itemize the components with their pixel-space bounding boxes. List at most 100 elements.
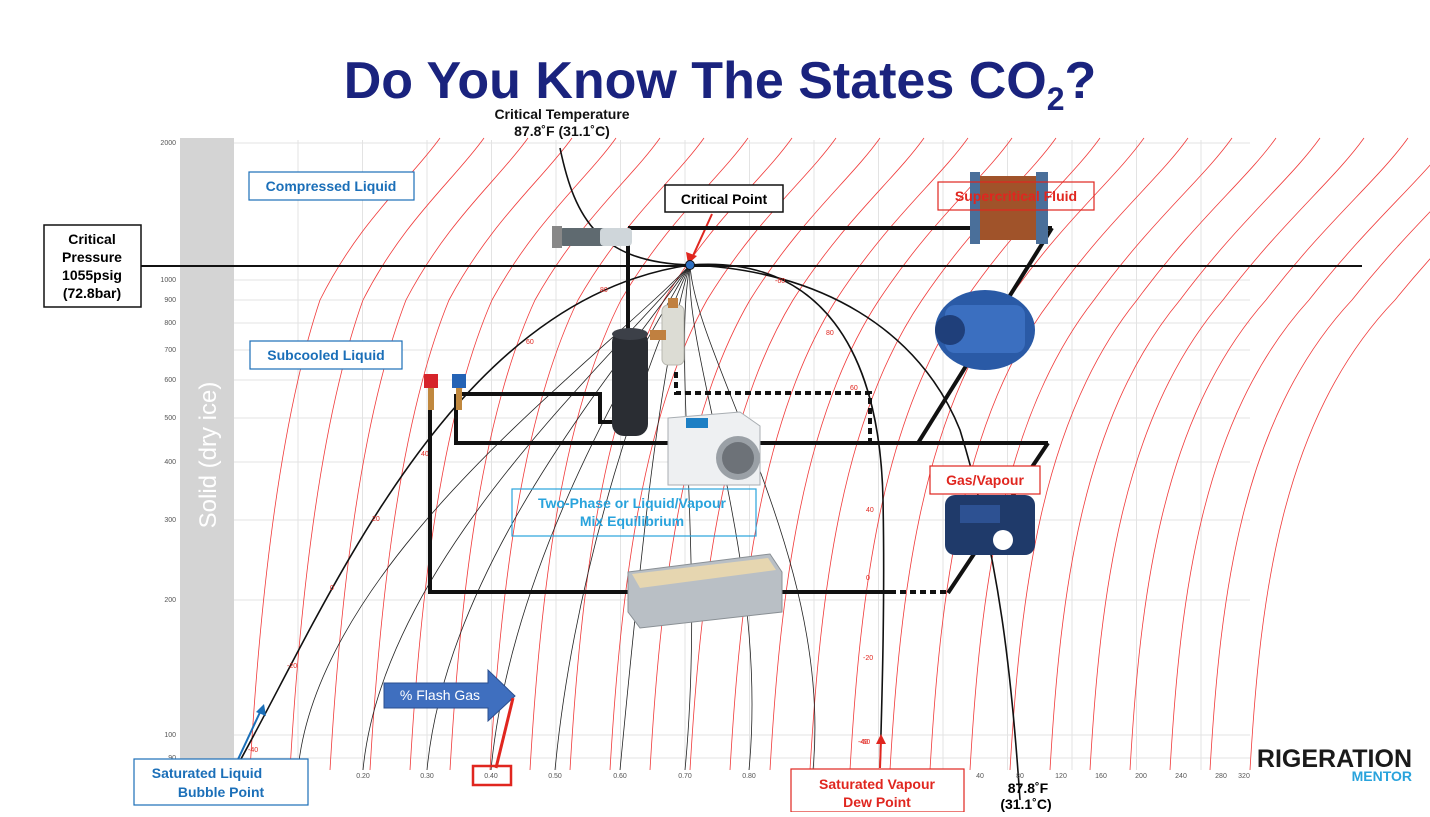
quality-line xyxy=(297,264,691,771)
isotherm-label: -40 xyxy=(248,747,258,754)
x-tick-label: 40 xyxy=(976,773,984,780)
subcooled-liquid-box xyxy=(249,340,403,370)
saturated-liquid-box xyxy=(133,758,309,806)
isotherm-label: 80 xyxy=(600,287,608,294)
x-tick-label: 0.30 xyxy=(420,773,434,780)
flash-gas-arrow xyxy=(383,668,516,723)
y-tick-label: 300 xyxy=(164,517,176,524)
saturation-dome xyxy=(235,263,885,769)
critical-pressure-box xyxy=(43,224,142,308)
critical-pressure-line2: Pressure xyxy=(62,249,122,265)
compressor-icon xyxy=(935,290,1035,370)
x-tick-label: 80 xyxy=(1016,773,1024,780)
two-phase-label-line2: Mix Equilibrium xyxy=(580,513,684,529)
critical-point-arrow xyxy=(691,213,713,259)
x-tick-label: 160 xyxy=(1095,773,1107,780)
saturated-liquid-line2: Bubble Point xyxy=(178,784,265,800)
isotherm-curve xyxy=(649,137,881,771)
brand-logo-line2: MENTOR xyxy=(1352,768,1412,784)
saturated-liquid-pointer xyxy=(233,707,263,769)
expansion-valve-icon xyxy=(650,298,685,366)
x-tick-label: 200 xyxy=(1135,773,1147,780)
compressed-liquid-label: Compressed Liquid xyxy=(266,178,397,194)
critical-point-box xyxy=(664,184,784,213)
x-tick-label: 240 xyxy=(1175,773,1187,780)
critical-pressure-line1: Critical xyxy=(68,231,115,247)
isotherm-curve xyxy=(1249,258,1430,771)
cycle-dashed-pipework xyxy=(674,372,948,594)
valve-icon xyxy=(424,374,466,410)
isotherm-label: -60 xyxy=(775,278,785,285)
low-temp-compressor-icon xyxy=(945,495,1035,555)
gas-vapour-box xyxy=(929,465,1041,495)
isotherm-label: -40 xyxy=(858,739,868,746)
isotherm-curve xyxy=(369,137,573,771)
gas-vapour-label: Gas/Vapour xyxy=(946,472,1024,488)
quality-line xyxy=(684,264,693,771)
isotherm-curve xyxy=(1209,211,1430,771)
isotherm-curve xyxy=(929,137,1189,771)
brand-logo-line1: RIGERATION xyxy=(1257,745,1412,773)
y-tick-label: 100 xyxy=(164,732,176,739)
bottom-critical-temp-c: (31.1˚C) xyxy=(1000,796,1051,812)
isotherm-curve xyxy=(689,137,925,771)
saturated-vapour-box xyxy=(790,768,965,813)
high-pressure-valve-icon xyxy=(552,226,632,248)
x-tick-label: 0.40 xyxy=(484,773,498,780)
quality-line xyxy=(689,264,753,771)
isotherm-lines xyxy=(249,137,1430,771)
x-tick-label: 0.60 xyxy=(613,773,627,780)
quality-line xyxy=(689,264,816,771)
critical-pressure-line3: 1055psig xyxy=(62,267,122,283)
flash-tank-icon xyxy=(612,328,648,436)
y-tick-label: 1000 xyxy=(160,277,176,284)
isotherm-curve xyxy=(249,137,441,771)
critical-point-marker xyxy=(685,260,695,270)
x-tick-label: 320 xyxy=(1238,773,1250,780)
flash-gas-pointer xyxy=(494,697,515,769)
slide-title: Do You Know The States CO2? xyxy=(344,52,1097,117)
critical-temperature-value: 87.8˚F (31.1˚C) xyxy=(514,123,610,139)
quality-040-highlight xyxy=(471,764,513,787)
solid-region-label: Solid (dry ice) xyxy=(195,382,222,529)
x-tick-label: 0.50 xyxy=(548,773,562,780)
isotherm-label: 40 xyxy=(421,451,429,458)
isotherm-curve xyxy=(729,137,969,771)
y-tick-label: 2000 xyxy=(160,140,176,147)
saturated-vapour-pointer xyxy=(879,739,882,769)
subcooled-liquid-label: Subcooled Liquid xyxy=(267,347,384,363)
x-axis-ticks: 0.100.200.300.400.500.600.700.800.900408… xyxy=(291,773,1250,780)
isotherm-curve xyxy=(409,137,617,771)
x-tick-label: 280 xyxy=(1215,773,1227,780)
saturated-vapour-arrowhead xyxy=(876,734,886,744)
supercritical-fluid-box xyxy=(937,181,1095,211)
y-tick-label: 700 xyxy=(164,347,176,354)
quality-line xyxy=(362,264,691,771)
x-tick-label: 0.80 xyxy=(742,773,756,780)
isotherm-label: 60 xyxy=(526,339,534,346)
display-case-icon xyxy=(627,553,783,629)
y-tick-label: 200 xyxy=(164,597,176,604)
evaporator-icon xyxy=(667,411,761,486)
critical-temperature-label: Critical Temperature xyxy=(494,106,629,122)
critical-point-label: Critical Point xyxy=(681,191,768,207)
y-tick-label: 600 xyxy=(164,377,176,384)
bottom-critical-temp-f: 87.8˚F xyxy=(1008,780,1049,796)
isotherm-curve xyxy=(1129,137,1409,771)
flash-gas-label: % Flash Gas xyxy=(400,687,480,703)
chart-grid xyxy=(234,140,1250,770)
y-tick-label: 500 xyxy=(164,415,176,422)
compressed-liquid-box xyxy=(248,171,415,201)
isotherm-label: 20 xyxy=(372,516,380,523)
supercritical-fluid-label: Supercritical Fluid xyxy=(955,188,1077,204)
gas-cooler-icon xyxy=(970,172,1048,244)
isotherm-curve xyxy=(1049,137,1321,771)
isotherm-label: 40 xyxy=(866,507,874,514)
isotherm-curve xyxy=(1169,164,1430,771)
saturated-vapour-line1: Saturated Vapour xyxy=(819,776,935,792)
solid-region xyxy=(180,138,234,770)
isotherm-curve xyxy=(1009,137,1277,771)
isotherm-curve xyxy=(289,137,485,771)
